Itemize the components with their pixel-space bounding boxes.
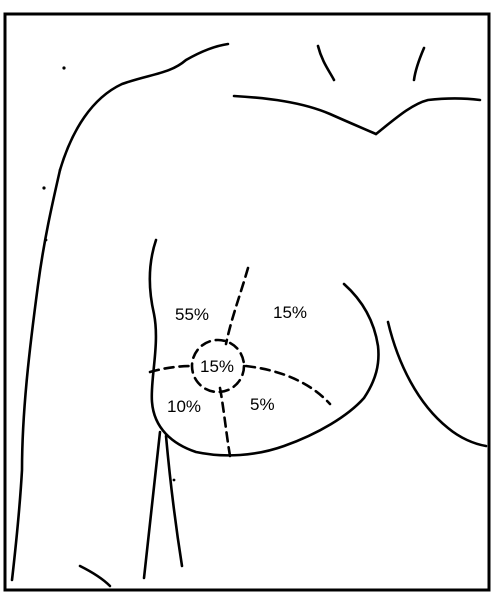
torso-side-line-1 [144, 432, 160, 578]
scan-speck [45, 239, 48, 242]
label-central: 15% [200, 357, 234, 376]
label-lower-outer: 10% [167, 397, 201, 416]
neck-stroke-right [414, 48, 424, 80]
divider-left [150, 366, 192, 372]
scan-speck [62, 66, 65, 69]
neck-stroke-left [318, 46, 334, 80]
label-upper-inner: 15% [273, 303, 307, 322]
chest-line-right [388, 322, 486, 446]
breast-outline [150, 240, 379, 455]
label-lower-inner: 5% [250, 395, 275, 414]
scan-speck [173, 479, 176, 482]
collarbone-stroke [234, 96, 376, 134]
torso-side-line-2 [166, 436, 182, 566]
divider-upper [226, 268, 248, 344]
scan-speck [42, 186, 45, 189]
lower-left-curve [80, 566, 110, 586]
divider-lower [220, 388, 230, 456]
figure-border [5, 14, 489, 590]
arm-front-outline [12, 170, 60, 580]
label-upper-outer: 55% [175, 305, 209, 324]
shoulder-outline [60, 44, 228, 170]
sternum-notch-stroke [376, 99, 480, 135]
